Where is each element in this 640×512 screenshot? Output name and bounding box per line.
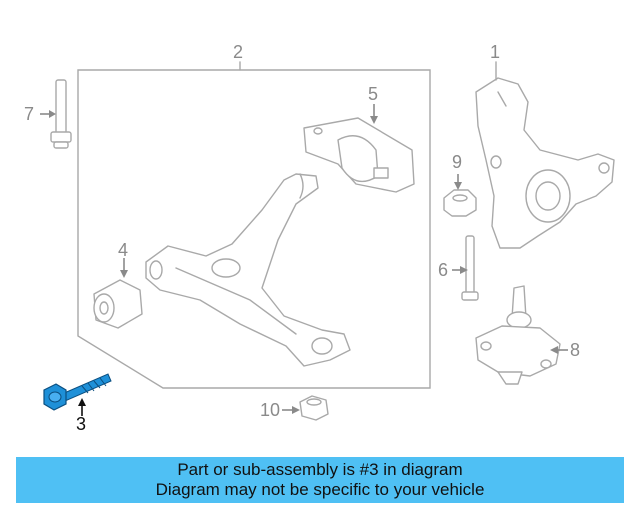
bolt-6-drawing [461, 235, 479, 301]
highlighted-bolt-3-drawing [43, 373, 112, 411]
banner-line-2: Diagram may not be specific to your vehi… [155, 480, 485, 499]
callout-9: 9 [452, 152, 462, 172]
banner-line-1: Part or sub-assembly is #3 in diagram [177, 460, 463, 479]
callout-8: 8 [570, 340, 580, 360]
callout-4: 4 [118, 240, 128, 260]
bolt-7-drawing [50, 79, 72, 149]
callout-6: 6 [438, 260, 448, 280]
ball-joint-8-drawing [475, 285, 561, 385]
callout-7: 7 [24, 104, 34, 124]
callout-1: 1 [490, 42, 500, 62]
callout-2: 2 [233, 42, 243, 62]
assembly-outline [77, 69, 431, 389]
nut-10-drawing [299, 395, 329, 421]
steering-knuckle-1-drawing [475, 77, 615, 249]
info-banner: Part or sub-assembly is #3 in diagram Di… [16, 457, 624, 503]
callout-10: 10 [260, 400, 280, 420]
control-arm-drawing [145, 173, 351, 367]
rear-bushing-5-drawing [303, 117, 415, 193]
parts-diagram: 2 7 5 4 1 [24, 42, 615, 434]
front-bushing-4-drawing [93, 279, 143, 329]
callout-5: 5 [368, 84, 378, 104]
callout-3: 3 [76, 414, 86, 434]
nut-9-drawing [443, 189, 477, 217]
